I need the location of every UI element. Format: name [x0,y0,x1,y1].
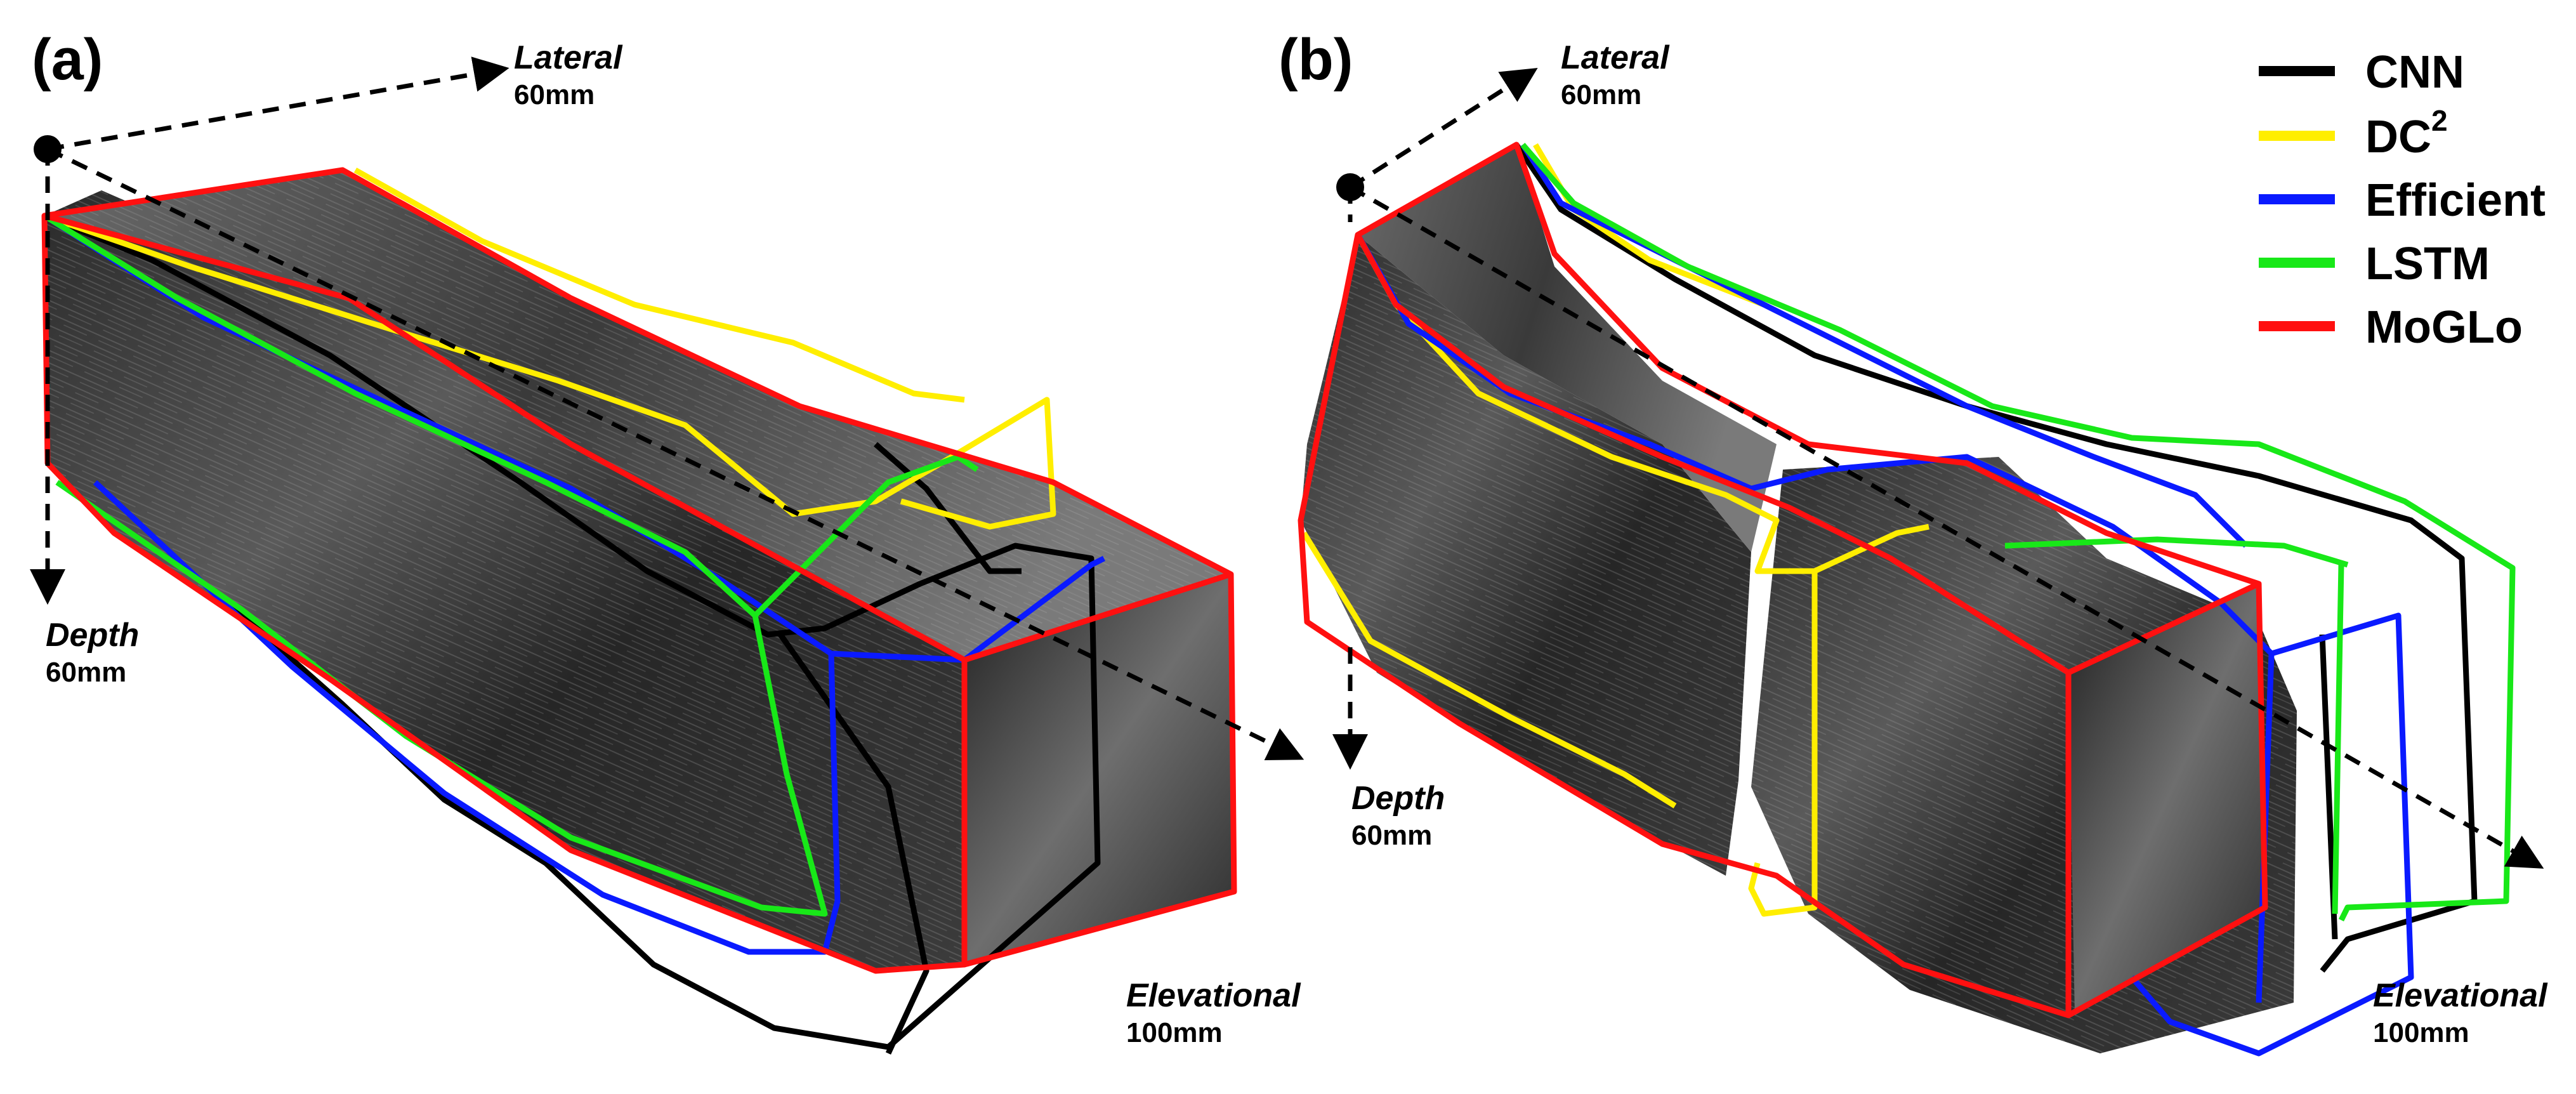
panel-a-outline-cnn-3 [874,442,1022,574]
legend-item-cnn: CNN [2259,47,2464,98]
panel-b-outline-cnn [1514,143,2478,973]
legend-item-moglo: MoGLo [2259,302,2523,353]
panel-b-axes: Lateral 60mm Depth 60mm Elevational 100m… [1332,39,2548,1048]
legend-label-cnn: CNN [2365,47,2464,98]
panel-a-depth-name: Depth [46,617,139,654]
panel-b-outline-lstm-2 [2332,564,2344,914]
panel-a-elevational-name: Elevational [1126,977,1301,1014]
legend-label-dc2: DC2 [2365,104,2448,162]
legend-item-dc2: DC2 [2259,104,2448,162]
panel-b-depth-size: 60mm [1351,820,1432,851]
panel-a-outline-dc2-top [353,168,965,403]
panel-a-volume [44,170,1234,971]
panel-a-lateral-arrow [47,56,509,152]
panel-a-axes: Lateral 60mm Depth 60mm Elevational 100m… [30,39,1304,1048]
panel-a-volume-side-texture [44,190,964,971]
panel-a-outline-dc2 [43,213,1056,530]
panel-a-outline-moglo [41,167,1237,974]
panel-b-elevational-size: 100mm [2373,1017,2469,1048]
panel-a-outlines [41,167,1237,1055]
panel-a-outline-lstm-2 [752,454,979,618]
panel-b-lateral-arrow [1349,67,1538,189]
panel-b-outline-dc2-front [1301,531,1677,808]
panel-a-volume-top-texture [44,170,1231,660]
panel-a-elevational-arrow [46,147,1304,760]
panel-a-depth-size: 60mm [46,657,126,688]
panel-b-volume-segment-2-end [2068,584,2265,1015]
panel-b-lateral-name: Lateral [1561,39,1670,76]
panel-b-elevational-arrow [1349,185,2544,869]
panel-b: (b) [1278,27,2548,1057]
panel-a-outline-moglo-inner-2 [43,213,966,662]
legend: CNN DC2 Efficient LSTM MoGLo [2259,47,2546,353]
panel-a: (a) [30,27,1304,1055]
panel-b-volume [1301,145,2297,1053]
panel-b-outlines [1298,142,2516,1057]
panel-b-outline-efficient-3 [1520,143,2249,548]
panel-b-volume-segment-1-top [1358,145,1777,552]
panel-a-label: (a) [32,27,103,92]
panel-a-elevational-size: 100mm [1126,1017,1223,1048]
panel-b-outline-lstm-3 [2004,536,2349,568]
legend-label-moglo: MoGLo [2365,302,2523,353]
legend-label-efficient: Efficient [2365,175,2546,226]
panel-a-outline-efficient-2 [93,480,841,955]
panel-a-volume-end [964,574,1234,965]
panel-b-outline-dc2-2 [1748,571,1818,917]
panel-b-depth-name: Depth [1351,780,1445,817]
panel-b-volume-segment-1-texture [1301,235,1751,876]
legend-label-lstm: LSTM [2365,239,2490,289]
panel-b-outline-moglo [1298,142,2268,1018]
panel-b-outline-dc2 [1355,233,1929,574]
panel-a-outline-cnn [43,213,1101,1050]
panel-b-label: (b) [1278,27,1353,92]
panel-b-outline-moglo-inner-2 [1355,233,2070,675]
panel-b-outline-dc2-3 [1533,143,1765,308]
panel-b-lateral-size: 60mm [1561,79,1641,110]
panel-a-lateral-name: Lateral [514,39,623,76]
legend-item-efficient: Efficient [2259,175,2546,226]
panel-a-lateral-size: 60mm [514,79,595,110]
panel-b-outline-lstm [1520,143,2516,922]
legend-item-lstm: LSTM [2259,239,2490,289]
panel-b-elevational-name: Elevational [2373,977,2548,1014]
